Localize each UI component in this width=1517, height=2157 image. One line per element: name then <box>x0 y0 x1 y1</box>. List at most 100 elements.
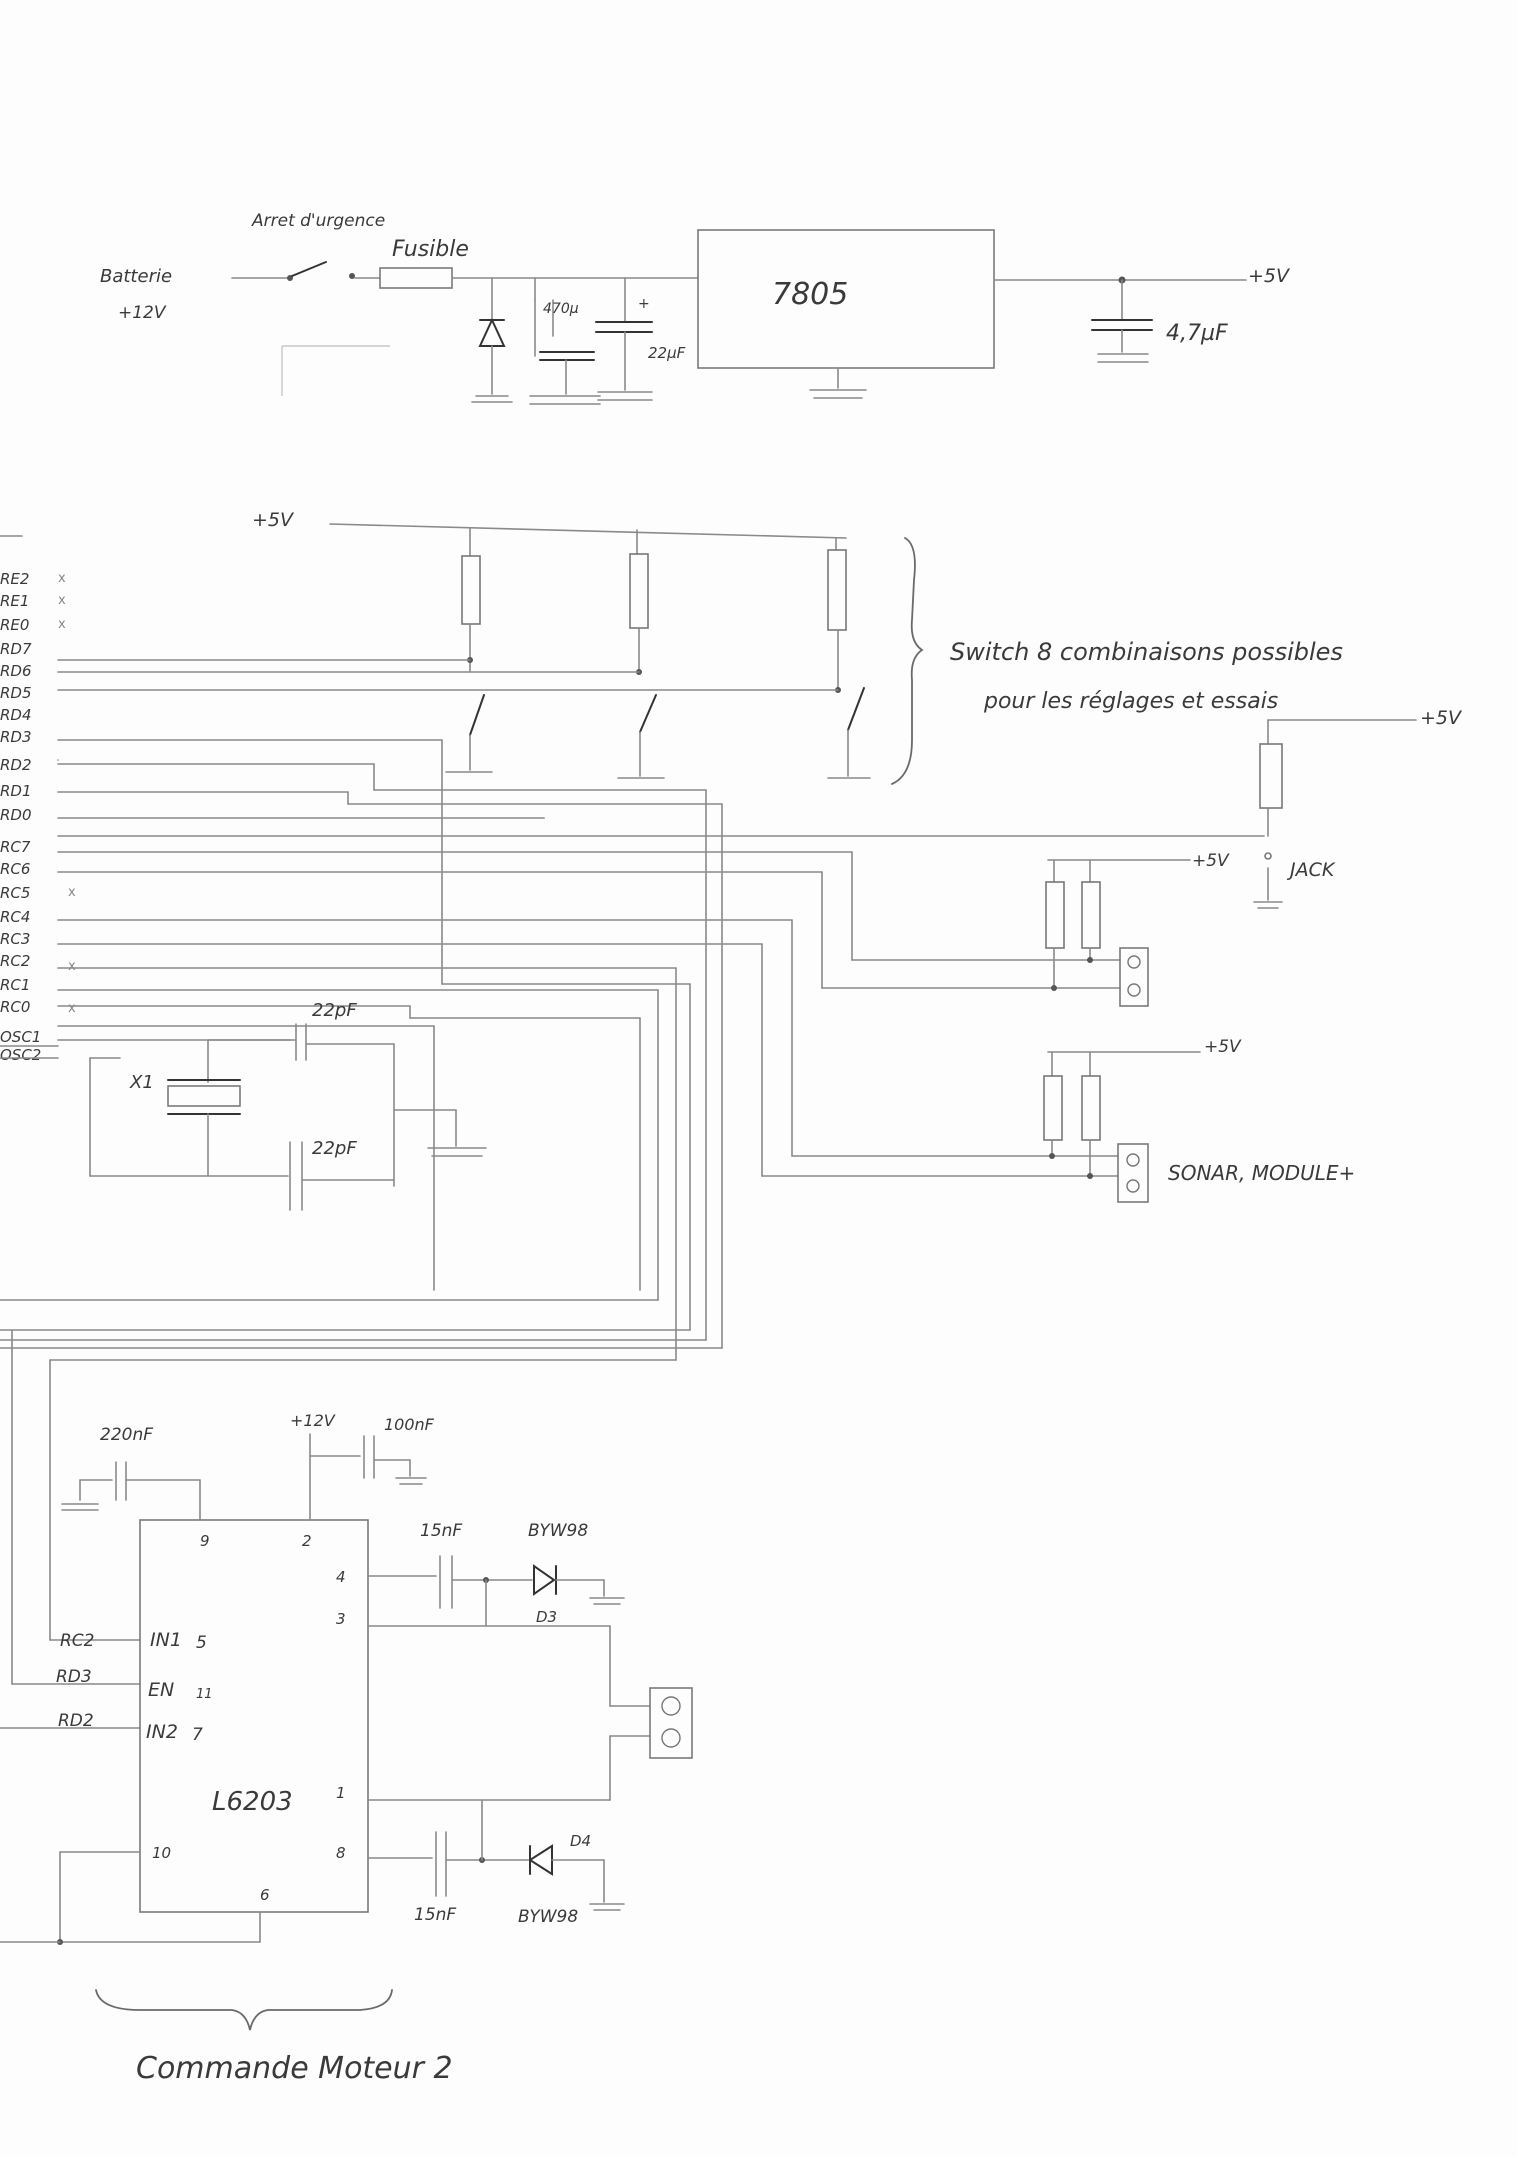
pin-re0: RE0 <box>0 616 29 634</box>
connector1-supply-label: +5V <box>1192 851 1230 871</box>
nc-mark-re2: x <box>58 571 66 586</box>
pin-rd6: RD6 <box>0 662 32 680</box>
power-supply-section: Batterie +12V Arret d'urgence Fusible 47… <box>100 211 1291 405</box>
pin-rd1: RD1 <box>0 782 32 800</box>
pin-rd3: RD3 <box>0 728 32 746</box>
diode-bottom-type-label: BYW98 <box>518 1907 578 1927</box>
connector1-resistor-2 <box>1081 881 1101 949</box>
connector-1-section: +5V <box>1045 851 1230 1007</box>
pin-osc1: OSC1 <box>0 1028 41 1046</box>
pin6-label: 6 <box>260 1886 270 1904</box>
switch-note-line1: Switch 8 combinaisons possibles <box>950 638 1343 666</box>
cap-470-label: 470µ <box>543 301 579 317</box>
driver-chip-label: L6203 <box>212 1787 293 1817</box>
connector2-label: SONAR, MODULE+ <box>1168 1161 1355 1185</box>
jack-socket <box>1264 852 1272 860</box>
in1-pin-number: 5 <box>196 1633 207 1653</box>
battery-voltage-label: +12V <box>118 303 167 323</box>
driver-caption: Commande Moteur 2 <box>136 2051 453 2086</box>
pin8-label: 8 <box>336 1844 346 1862</box>
connector2-resistor-1 <box>1043 1075 1063 1141</box>
pin-rc0: RC0 <box>0 998 30 1016</box>
regulator-label: 7805 <box>772 277 848 312</box>
voltage-regulator-7805 <box>697 229 995 369</box>
en-pin-number: 11 <box>196 1687 213 1702</box>
pin3-label: 3 <box>336 1610 346 1628</box>
crystal-x1 <box>167 1085 241 1107</box>
pin10-label: 10 <box>152 1844 171 1862</box>
switch-supply-label: +5V <box>252 509 295 531</box>
dip-switch-3 <box>847 687 865 731</box>
switch-note-line2: pour les réglages et essais <box>983 689 1278 714</box>
signal-rd2-label: RD2 <box>58 1711 94 1731</box>
diode-bottom-ref-label: D4 <box>570 1832 591 1850</box>
pin-rc3: RC3 <box>0 930 30 948</box>
emergency-stop-label: Arret d'urgence <box>251 211 385 231</box>
connector-2 <box>1117 1143 1149 1203</box>
in1-label: IN1 <box>150 1629 182 1651</box>
pin-rd5: RD5 <box>0 684 32 702</box>
connector2-supply-label: +5V <box>1204 1037 1242 1057</box>
emergency-stop-switch <box>291 261 327 277</box>
crystal-label: X1 <box>129 1072 154 1093</box>
fuse-label: Fusible <box>392 237 469 262</box>
pin-rd4: RD4 <box>0 706 32 724</box>
protection-diode <box>478 317 506 347</box>
pin2-label: 2 <box>302 1532 312 1550</box>
switch-block-section: +5V Switch 8 combinaisons possibles pour… <box>252 509 1343 785</box>
pullup-resistor-1 <box>461 555 481 625</box>
pin-rc6: RC6 <box>0 860 30 878</box>
cap-100n-label: 100nF <box>384 1415 435 1434</box>
nc-mark-rc2: x <box>68 959 76 974</box>
driver-chip-l6203 <box>139 1519 369 1913</box>
jack-supply-label: +5V <box>1420 707 1463 729</box>
boot-cap-top-label: 15nF <box>420 1521 462 1541</box>
in2-label: IN2 <box>146 1721 178 1743</box>
in2-pin-number: 7 <box>192 1725 203 1745</box>
cap-220n-label: 220nF <box>100 1425 153 1445</box>
pin4-label: 4 <box>336 1568 346 1586</box>
jack-section: +5V JACK <box>1253 707 1463 909</box>
pin-rd2: RD2 <box>0 756 32 774</box>
cap-4u7-label: 4,7µF <box>1166 321 1228 346</box>
regulated-5v-label: +5V <box>1248 265 1291 287</box>
signal-rd3-label: RD3 <box>56 1667 92 1687</box>
pin-rd0: RD0 <box>0 806 32 824</box>
diode-top-ref-label: D3 <box>536 1608 557 1626</box>
en-label: EN <box>148 1679 174 1701</box>
diode-d3 <box>533 1564 556 1596</box>
pin-rc7: RC7 <box>0 838 31 856</box>
pin-re1: RE1 <box>0 592 29 610</box>
nc-mark-rc5: x <box>68 885 76 900</box>
pin-re2: RE2 <box>0 570 29 588</box>
mcu-pin-list: RE2 RE1 RE0 RD7 RD6 RD5 RD4 RD3 RD2 RD1 … <box>0 535 76 1064</box>
bus-wiring <box>0 659 1265 1729</box>
pin9-label: 9 <box>200 1532 210 1550</box>
pin-osc2: OSC2 <box>0 1046 41 1064</box>
nc-mark-rc0: x <box>68 1001 76 1016</box>
jack-label: JACK <box>1286 859 1336 881</box>
nc-mark-re1: x <box>58 593 66 608</box>
pullup-resistor-2 <box>629 553 649 629</box>
osc-cap-top-label: 22pF <box>312 1000 357 1021</box>
pin-rc1: RC1 <box>0 976 30 994</box>
osc-cap-bottom-label: 22pF <box>312 1138 357 1159</box>
motor-connector <box>649 1687 693 1759</box>
fuse <box>379 267 453 289</box>
switch-brace <box>891 537 924 785</box>
driver-supply-label: +12V <box>290 1411 336 1430</box>
nc-mark-re0: x <box>58 617 66 632</box>
motor-driver-section: L6203 220nF 9 +12V 100nF 2 4 3 1 8 10 6 … <box>0 1411 693 2086</box>
signal-rc2-label: RC2 <box>60 1631 95 1651</box>
pin1-label: 1 <box>336 1784 346 1802</box>
pullup-resistor-3 <box>827 549 847 631</box>
pin-rc4: RC4 <box>0 908 30 926</box>
pin-rc5: RC5 <box>0 884 30 902</box>
driver-brace <box>95 1989 393 2031</box>
connector-1 <box>1119 947 1149 1007</box>
jack-pullup-resistor <box>1259 743 1283 809</box>
dip-switch-1 <box>469 694 485 736</box>
connector2-resistor-2 <box>1081 1075 1101 1141</box>
